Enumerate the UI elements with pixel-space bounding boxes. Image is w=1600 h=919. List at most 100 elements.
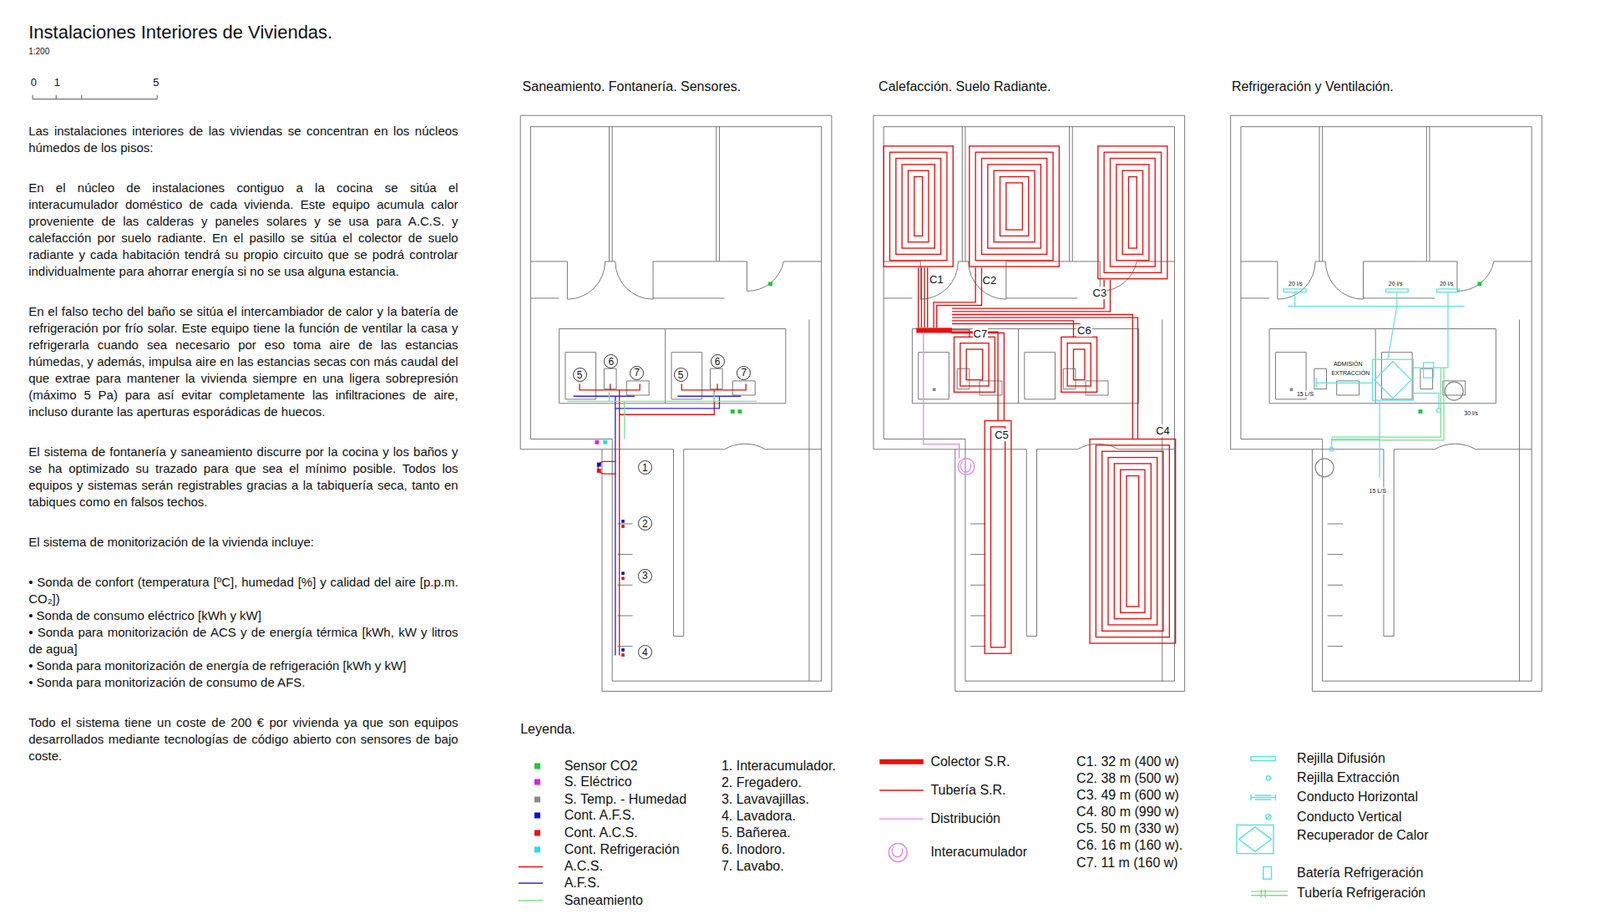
- drawing-stroke: [1423, 362, 1434, 378]
- drawing-stroke: [879, 817, 924, 819]
- wall: [724, 443, 766, 450]
- legend-swatch: [534, 830, 541, 836]
- circuit-label: C3: [1092, 286, 1109, 300]
- drawing-stroke: [1265, 775, 1271, 780]
- floor-plans: [520, 115, 1542, 691]
- legend-label: Conducto Vertical: [1296, 808, 1402, 825]
- drawing-stroke: [579, 384, 746, 656]
- callout-circle: 5: [572, 367, 588, 382]
- legend-label: S. Temp. - Humedad: [564, 790, 687, 807]
- circuit-label: C6: [1076, 324, 1093, 338]
- circuit-label: C5: [993, 428, 1010, 442]
- coil-loop: [1102, 450, 1164, 631]
- scale-note: 1:200: [28, 46, 50, 57]
- legend-label: Saneamiento: [564, 891, 644, 908]
- drawing-stroke: [1250, 794, 1276, 800]
- drawing-stroke: [951, 320, 1080, 338]
- coil-loop: [901, 164, 935, 249]
- page-title: Instalaciones Interiores de Viviendas.: [28, 21, 333, 44]
- coil-loop: [991, 426, 1006, 648]
- callout-number: 3: [642, 570, 649, 581]
- wall: [1161, 319, 1163, 682]
- drawing-stroke: [923, 332, 960, 458]
- legend-label: Cont. Refrigeración: [564, 840, 680, 857]
- coil-loop: [1098, 146, 1168, 279]
- drawing-stroke: [621, 648, 625, 652]
- drawing-stroke: [1417, 409, 1423, 414]
- drawing-stroke: [951, 279, 1110, 312]
- paragraph: Todo el sistema tiene un coste de 200 € …: [28, 713, 458, 765]
- wall: [955, 448, 1175, 450]
- drawing-stroke: [597, 468, 602, 473]
- drawing-stroke: [621, 653, 625, 657]
- coil-loop: [908, 170, 929, 243]
- scale-number: 5: [152, 75, 159, 90]
- drawing-stroke: [916, 327, 952, 333]
- callout-circle: 6: [710, 354, 725, 369]
- wall: [746, 261, 784, 291]
- drawing-stroke: [768, 281, 773, 286]
- wall: [1277, 261, 1364, 299]
- wall: [883, 260, 1175, 262]
- circuit-label: C4: [1154, 424, 1171, 438]
- drawing-stroke: [1290, 387, 1294, 391]
- coil-loop: [954, 336, 996, 392]
- floor-plan: [873, 115, 1185, 691]
- coil-loop: [1116, 164, 1150, 261]
- coil-loop: [1126, 475, 1140, 607]
- wall: [565, 352, 649, 400]
- wall: [1240, 297, 1435, 299]
- drawing-stroke: [621, 524, 625, 528]
- flow-label: 15 L/S: [1368, 487, 1388, 495]
- coil-loop: [896, 158, 942, 255]
- coil-loop: [1128, 177, 1137, 249]
- coil-loop: [1122, 170, 1143, 254]
- ventilation: [1283, 281, 1482, 478]
- drawing-stroke: [1265, 814, 1271, 819]
- legend-swatch: [534, 812, 541, 819]
- coil-loop: [1061, 336, 1098, 392]
- wall: [608, 126, 719, 262]
- wall: [962, 126, 1073, 262]
- drawing-stroke: [1374, 361, 1412, 399]
- coil-loop: [914, 177, 923, 237]
- coil-loop: [993, 170, 1035, 243]
- legend-label: Recuperador de Calor: [1296, 826, 1428, 843]
- bullet-item: • Sonda para monitorización de consumo d…: [28, 673, 458, 691]
- drawing-stroke: [1436, 288, 1459, 293]
- callout-circle: 5: [673, 367, 689, 382]
- callout-circle: 3: [637, 568, 653, 583]
- radiant-floor: [883, 146, 1175, 654]
- floor-plan: [1230, 115, 1543, 691]
- drawing-stroke: [951, 329, 1005, 421]
- wall: [911, 329, 1139, 404]
- coil-loop: [1103, 151, 1161, 273]
- legend-label: Tubería S.R.: [930, 781, 1006, 798]
- coil-loop: [984, 420, 1012, 654]
- coil-loop: [1113, 463, 1151, 619]
- callout-number: 5: [678, 369, 684, 380]
- callout-number: 7: [740, 367, 747, 378]
- heating-coil: [1089, 439, 1176, 644]
- legend-swatch: [534, 779, 541, 785]
- wall: [1269, 329, 1496, 404]
- wall: [1240, 260, 1532, 262]
- wall: [559, 329, 786, 404]
- bullet-item: • Sonda de confort (temperatura [ºC], hu…: [28, 573, 458, 608]
- drawing-stroke: [737, 409, 742, 414]
- drawing-stroke: [1436, 408, 1441, 413]
- drawing-stroke: [621, 571, 625, 575]
- wall: [1518, 319, 1520, 682]
- paragraph: Las instalaciones interiores de las vivi…: [28, 122, 458, 157]
- circuit-label: C7: [972, 327, 989, 341]
- wall: [673, 449, 684, 637]
- legend-swatch: [534, 795, 541, 802]
- wall: [520, 115, 832, 691]
- fixture-key: 2. Fregadero.: [721, 774, 802, 790]
- legend-label: Conducto Horizontal: [1296, 789, 1418, 806]
- circuit-label: C1: [928, 273, 945, 287]
- wall: [883, 297, 1078, 299]
- wall: [530, 126, 821, 682]
- drawing-stroke: [951, 313, 1138, 439]
- wall: [1026, 449, 1037, 637]
